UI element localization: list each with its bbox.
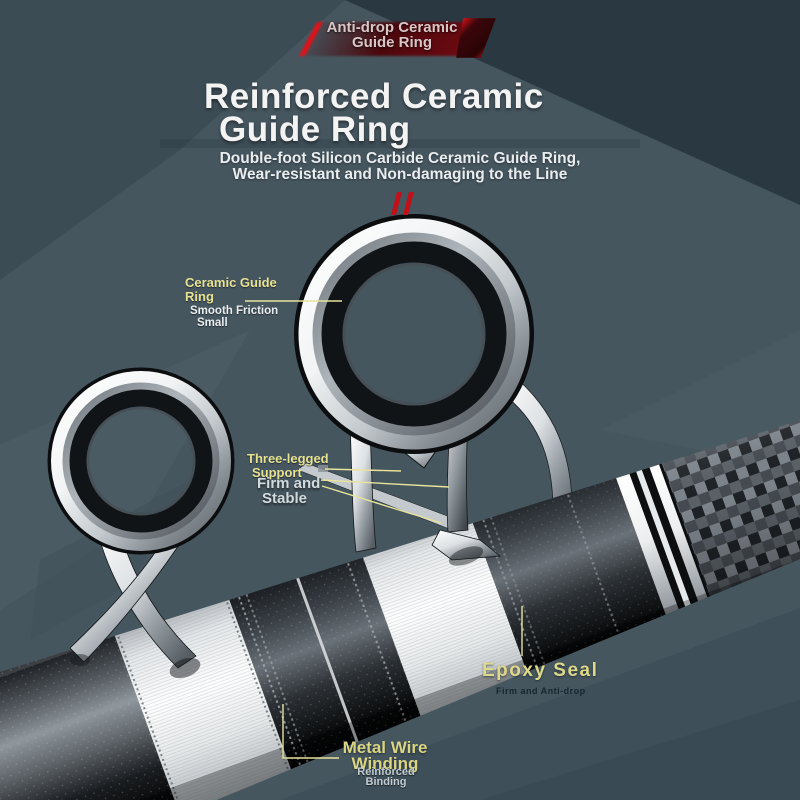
three-legged-sub1: Firm and: [257, 475, 321, 492]
banner-line2: Guide Ring: [352, 34, 432, 52]
metal-wire-sub2: Binding: [365, 776, 407, 789]
title-line1: Reinforced Ceramic: [204, 77, 544, 116]
ceramic-guide-line2: Ring: [185, 288, 214, 304]
metal-wire-sub1: Reinforced: [357, 766, 415, 778]
subtitle-line2: Wear-resistant and Non-damaging to the L…: [232, 166, 568, 184]
callout-epoxy-label: Epoxy Seal: [482, 660, 599, 681]
guide-ring-legs: [69, 417, 502, 669]
ceramic-guide-sub2: Small: [197, 317, 228, 330]
metal-wire-line2: Winding: [351, 754, 419, 774]
callout-ceramic-guide-label: Ceramic Guide Ring: [185, 276, 277, 303]
ceramic-guide-sub1: Smooth Friction: [190, 305, 279, 317]
title-line2: Guide Ring: [219, 110, 411, 150]
callout-metal-wire-sub: Reinforced Binding: [340, 766, 432, 789]
callout-metal-wire-label: Metal Wire Winding: [328, 738, 442, 774]
ceramic-guide-line1: Ceramic Guide: [185, 275, 277, 290]
small-guide-ring: [47, 367, 235, 555]
double-slash-mark: [391, 192, 414, 215]
banner-text: Anti-drop Ceramic Guide Ring: [294, 20, 490, 51]
callout-ceramic-guide-sub: Smooth Friction Small: [190, 305, 278, 329]
foot-shadow: [70, 654, 90, 666]
foot-shadow: [448, 546, 484, 566]
three-legged-line1: Three-legged: [247, 451, 329, 466]
three-legged-sub2: Stable: [262, 490, 308, 507]
callout-three-legged-sub: Firm and Stable: [257, 476, 320, 506]
metal-wire-line1: Metal Wire: [342, 738, 428, 757]
page-title: Reinforced Ceramic Guide Ring: [204, 77, 544, 150]
large-guide-ring: [294, 214, 534, 469]
callout-connector-lines: [245, 300, 523, 759]
three-legged-line2: Support: [252, 464, 302, 480]
subtitle-line1: Double-foot Silicon Carbide Ceramic Guid…: [219, 150, 581, 167]
callout-three-legged-label: Three-legged Support: [247, 452, 329, 479]
page-subtitle: Double-foot Silicon Carbide Ceramic Guid…: [0, 150, 800, 184]
top-banner: Anti-drop Ceramic Guide Ring: [294, 16, 502, 62]
foot-shadow: [169, 657, 201, 679]
banner-line1: Anti-drop Ceramic: [326, 19, 458, 36]
callout-epoxy-sub: Firm and Anti-drop: [496, 686, 586, 696]
